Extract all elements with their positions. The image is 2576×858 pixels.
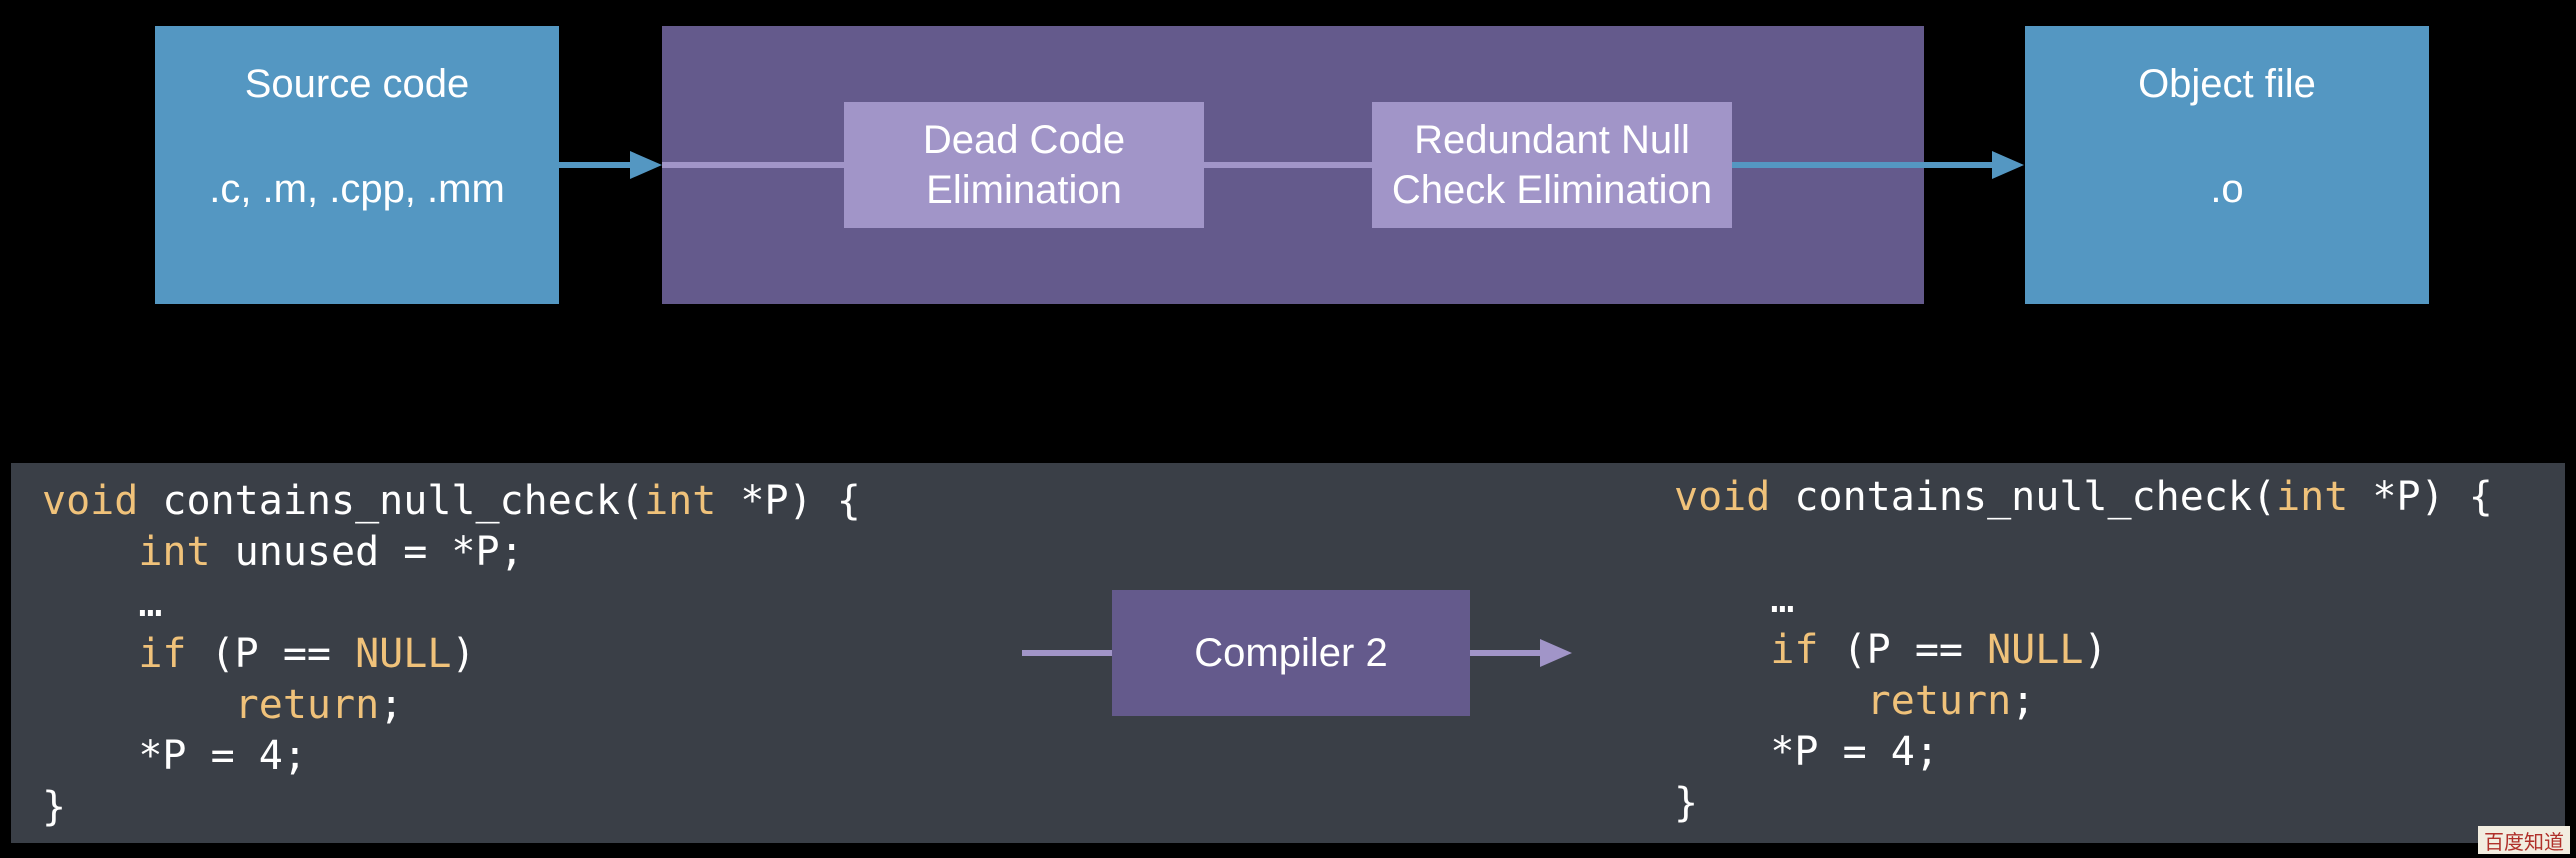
- code-text: ): [2083, 627, 2108, 673]
- object-file-extension: .o: [2210, 167, 2244, 211]
- code-line: void contains_null_check(int *P) {: [42, 476, 861, 527]
- code-text: *P) {: [716, 478, 861, 524]
- code-keyword: void: [42, 478, 139, 524]
- code-line: …: [42, 578, 861, 629]
- code-text: (P ==: [1818, 627, 1988, 673]
- object-file-title: Object file: [2138, 62, 2316, 106]
- code-text: [1674, 678, 1867, 724]
- code-text: *P = 4;: [1674, 729, 1939, 775]
- watermark: 百度知道: [2478, 826, 2570, 854]
- code-keyword: int: [644, 478, 717, 524]
- code-keyword: NULL: [355, 631, 452, 677]
- code-line: return;: [1674, 676, 2493, 727]
- code-line: if (P == NULL): [42, 629, 861, 680]
- code-text: contains_null_check(: [1770, 474, 2277, 520]
- arrow-source-to-compiler-head: [630, 151, 662, 179]
- pass-redundant-null-check-elimination: Redundant Null Check Elimination: [1372, 102, 1732, 228]
- source-code-title: Source code: [244, 62, 470, 106]
- code-keyword: NULL: [1987, 627, 2084, 673]
- code-text: [42, 631, 138, 677]
- pipeline-line-between: [1204, 162, 1372, 168]
- code-line: *P = 4;: [42, 731, 861, 782]
- code-line: return;: [42, 680, 861, 731]
- code-line: void contains_null_check(int *P) {: [1674, 472, 2493, 523]
- arrow-compiler-to-object-head: [1992, 151, 2024, 179]
- code-after-block: void contains_null_check(int *P) { … if …: [1674, 472, 2493, 829]
- code-keyword: if: [138, 631, 187, 677]
- code-text: ;: [2011, 678, 2036, 724]
- code-line: }: [42, 782, 861, 833]
- pipeline-line-in: [662, 162, 844, 168]
- code-line: [1674, 523, 2493, 574]
- code-text: [42, 682, 235, 728]
- arrow-compiler2-out-head: [1540, 639, 1572, 667]
- code-before-block: void contains_null_check(int *P) { int u…: [42, 476, 861, 833]
- code-keyword: return: [1866, 678, 2012, 724]
- code-keyword: return: [234, 682, 380, 728]
- code-text: contains_null_check(: [138, 478, 645, 524]
- code-keyword: void: [1674, 474, 1771, 520]
- code-line: *P = 4;: [1674, 727, 2493, 778]
- code-line: …: [1674, 574, 2493, 625]
- code-text: *P = 4;: [42, 733, 307, 779]
- arrow-compiler2-out-shaft: [1470, 650, 1562, 656]
- code-text: [42, 529, 138, 575]
- pass-label: Redundant Null Check Elimination: [1391, 118, 1713, 212]
- pass-dead-code-elimination: Dead Code Elimination: [844, 102, 1204, 228]
- arrow-source-to-compiler-shaft: [559, 162, 655, 168]
- code-text: …: [1674, 576, 1795, 622]
- arrow-compiler-to-object-shaft: [1732, 162, 1992, 168]
- code-text: [1674, 627, 1770, 673]
- code-text: (P ==: [186, 631, 356, 677]
- code-line: if (P == NULL): [1674, 625, 2493, 676]
- code-line: int unused = *P;: [42, 527, 861, 578]
- code-keyword: int: [138, 529, 211, 575]
- code-text: }: [42, 784, 67, 830]
- object-file-box: Object file .o: [2025, 26, 2429, 304]
- code-text: ;: [379, 682, 404, 728]
- code-keyword: if: [1770, 627, 1819, 673]
- pass-label: Dead Code Elimination: [922, 118, 1126, 212]
- code-text: *P) {: [2348, 474, 2493, 520]
- code-keyword: int: [2276, 474, 2349, 520]
- source-code-box: Source code .c, .m, .cpp, .mm: [155, 26, 559, 304]
- code-text: unused = *P;: [210, 529, 524, 575]
- compiler-2-label: Compiler 2: [1194, 630, 1388, 675]
- code-text: …: [42, 580, 163, 626]
- arrow-compiler2-in: [1022, 650, 1112, 656]
- source-code-extensions: .c, .m, .cpp, .mm: [209, 167, 505, 211]
- compiler-2-box: Compiler 2: [1112, 590, 1470, 716]
- code-text: }: [1674, 780, 1699, 826]
- code-line: }: [1674, 778, 2493, 829]
- code-text: ): [451, 631, 476, 677]
